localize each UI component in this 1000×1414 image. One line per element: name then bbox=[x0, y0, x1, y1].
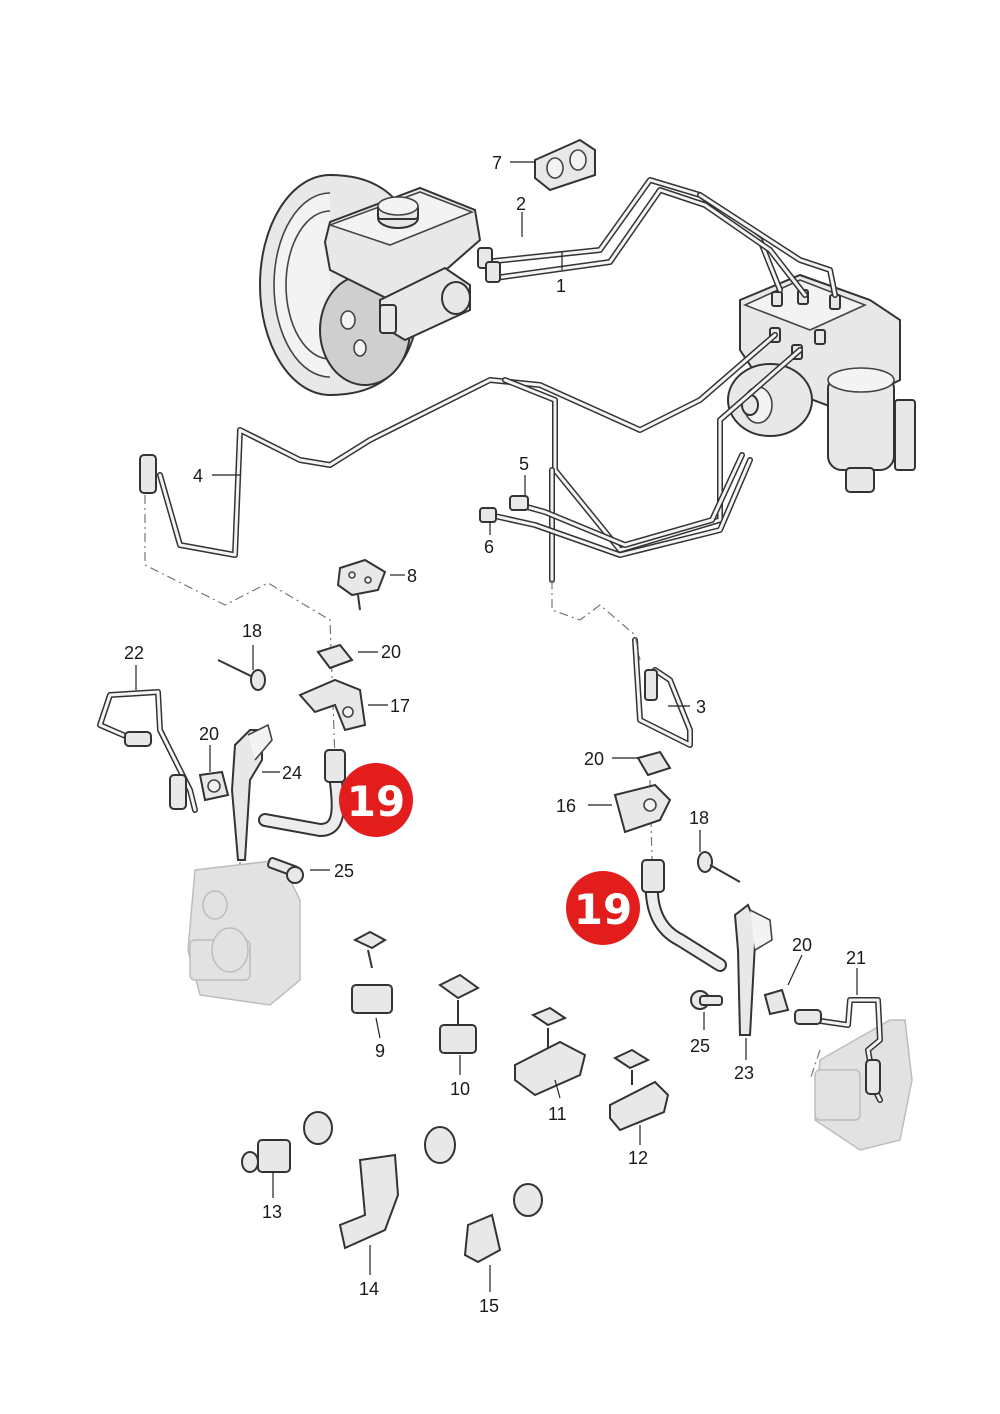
clamp-15 bbox=[463, 1183, 543, 1264]
label-11: 11 bbox=[548, 1104, 567, 1124]
clamp-12 bbox=[609, 1048, 670, 1132]
bolt-25-left bbox=[267, 857, 304, 884]
bracket-14 bbox=[338, 1126, 456, 1250]
clamp-11 bbox=[514, 1006, 587, 1097]
bracket-23 bbox=[733, 903, 773, 1036]
label-9: 9 bbox=[375, 1041, 385, 1061]
leader-lines bbox=[135, 161, 858, 1292]
right-caliper-ghost bbox=[814, 1019, 913, 1151]
label-16: 16 bbox=[556, 796, 576, 816]
label-18-right: 18 bbox=[689, 808, 709, 828]
label-22: 22 bbox=[124, 643, 144, 663]
badge-19-left: 19 bbox=[339, 763, 413, 837]
label-25-right: 25 bbox=[690, 1036, 710, 1056]
label-5: 5 bbox=[519, 454, 529, 474]
brake-pipes bbox=[139, 177, 838, 748]
abs-hydraulic-unit bbox=[727, 273, 916, 493]
holder-8 bbox=[336, 558, 387, 611]
bracket-24 bbox=[230, 723, 273, 861]
label-18-left: 18 bbox=[242, 621, 262, 641]
left-caliper-ghost bbox=[187, 859, 301, 1006]
clip-20-right-upper bbox=[636, 750, 672, 777]
rivet-18-right bbox=[697, 851, 741, 883]
brake-pipe-21 bbox=[794, 997, 883, 1103]
clip-20-left-upper bbox=[316, 643, 354, 670]
label-10: 10 bbox=[450, 1079, 470, 1099]
brake-hose-right bbox=[641, 859, 727, 972]
label-7: 7 bbox=[492, 153, 502, 173]
bracket-16 bbox=[613, 783, 672, 834]
bolt-25-right bbox=[690, 990, 723, 1010]
badge-19-right-text: 19 bbox=[574, 885, 632, 934]
label-15: 15 bbox=[479, 1296, 499, 1316]
label-20-left-lower: 20 bbox=[199, 724, 219, 744]
label-24: 24 bbox=[282, 763, 302, 783]
label-8: 8 bbox=[407, 566, 417, 586]
clamp-9 bbox=[351, 930, 393, 1014]
label-12: 12 bbox=[628, 1148, 648, 1168]
label-20-left-upper: 20 bbox=[381, 642, 401, 662]
badge-19-right: 19 bbox=[566, 871, 640, 945]
label-6: 6 bbox=[484, 537, 494, 557]
label-1: 1 bbox=[556, 276, 566, 296]
clip-20-right-lower bbox=[763, 988, 790, 1016]
clamp-13 bbox=[241, 1111, 333, 1173]
label-25-left: 25 bbox=[334, 861, 354, 881]
label-20-right-lower: 20 bbox=[792, 935, 812, 955]
brake-pipe-22 bbox=[97, 689, 198, 813]
part-number-labels: 7 2 1 4 5 6 8 20 18 22 17 20 24 25 3 20 … bbox=[124, 153, 866, 1316]
brake-booster-assembly bbox=[259, 174, 482, 396]
label-13: 13 bbox=[262, 1202, 282, 1222]
rivet-18-left bbox=[217, 659, 266, 691]
label-21: 21 bbox=[846, 948, 866, 968]
clamp-10 bbox=[438, 973, 480, 1054]
label-17: 17 bbox=[390, 696, 410, 716]
badge-19-left-text: 19 bbox=[347, 777, 405, 826]
clip-20-left-lower bbox=[198, 770, 230, 802]
label-3: 3 bbox=[696, 697, 706, 717]
brake-hose-left bbox=[258, 749, 346, 838]
bracket-7 bbox=[534, 138, 596, 192]
bracket-17 bbox=[298, 678, 367, 732]
label-2: 2 bbox=[516, 194, 526, 214]
label-20-right-upper: 20 bbox=[584, 749, 604, 769]
label-23: 23 bbox=[734, 1063, 754, 1083]
label-4: 4 bbox=[193, 466, 203, 486]
label-14: 14 bbox=[359, 1279, 379, 1299]
